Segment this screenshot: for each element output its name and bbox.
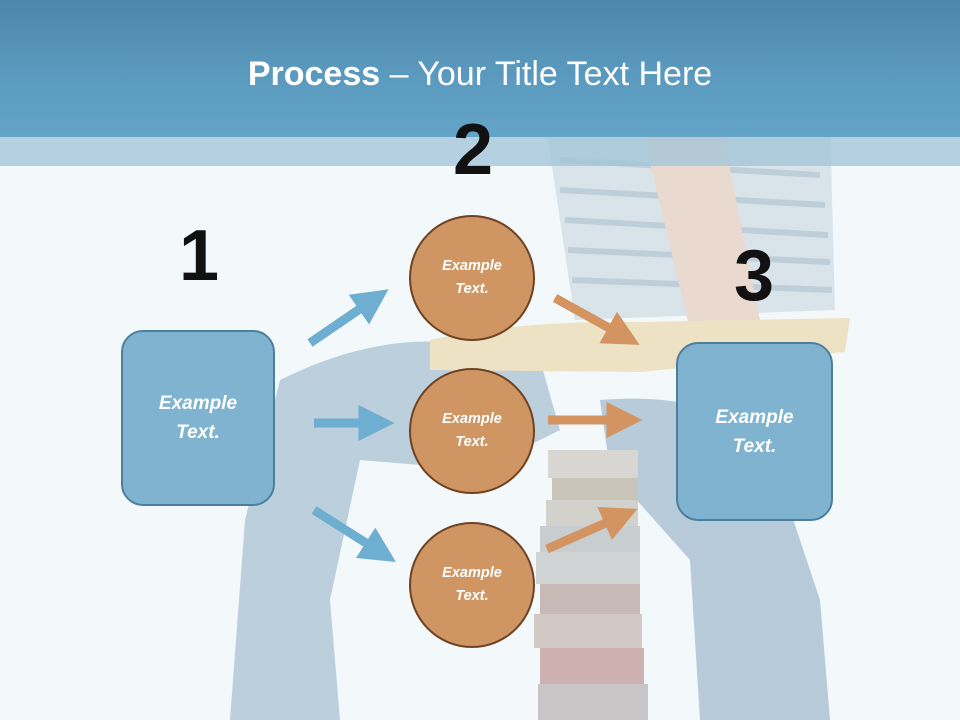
arrow-orange-up [545,507,638,554]
step-2-circle-middle-text: Example Text. [442,411,502,450]
step-2-circle-top: Example Text. [409,215,535,341]
header-strip [0,137,960,166]
step-number-3: 3 [733,236,775,316]
title-bold: Process [247,55,381,93]
step-3-text: Example Text. [715,406,794,457]
title-rest: – Your Title Text Here [380,55,713,93]
arrow-blue-up [307,289,389,347]
step-1-box: Example Text. [121,330,275,506]
step-2-circle-middle: Example Text. [409,368,535,494]
step-1-text: Example Text. [158,393,238,443]
step-number-1: 1 [178,216,220,296]
step-number-2: 2 [452,110,494,190]
arrow-orange-down [552,294,640,345]
step-3-box: Example Text. [676,342,833,521]
slide-title: Process – Your Title Text Here [0,52,960,96]
step-2-circle-bottom: Example Text. [409,522,535,648]
step-2-circle-top-text: Example Text. [442,258,502,297]
header-band [0,0,960,137]
step-2-circle-bottom-text: Example Text. [442,565,502,604]
arrow-blue-down [311,506,396,563]
